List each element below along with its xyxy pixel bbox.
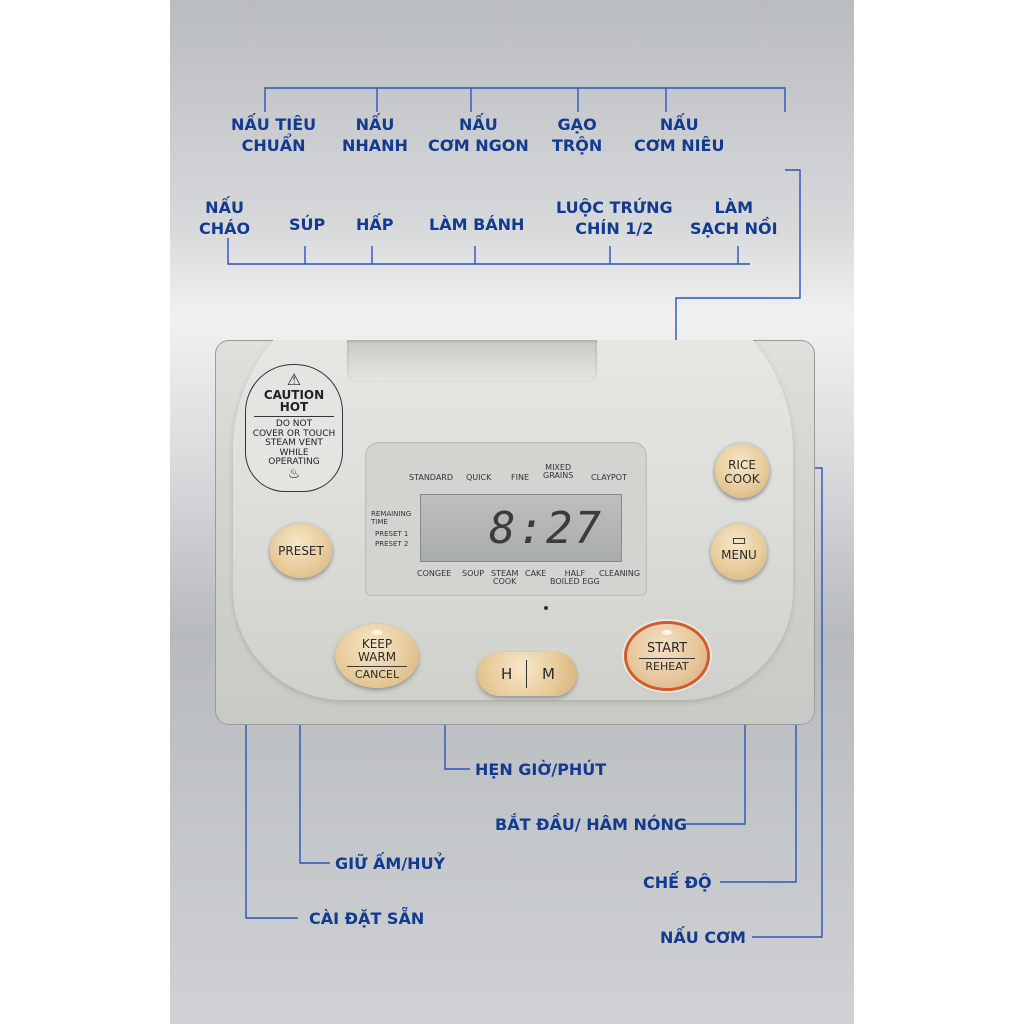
label-start-reheat: BẮT ĐẦU/ HÂM NÓNG — [495, 815, 688, 834]
lcd-time: 8:27 — [489, 503, 603, 554]
caution-hot: HOT — [279, 400, 309, 414]
mode-quick: QUICK — [466, 473, 492, 482]
caution-line: OPERATING — [268, 457, 320, 467]
mode-cleaning: CLEANING — [599, 569, 641, 578]
mode-mixed-grains: MIXED GRAINS — [543, 463, 574, 480]
mode-claypot: CLAYPOT — [591, 473, 627, 482]
menu-book-icon: ▭ — [731, 530, 747, 549]
indicator-dot — [544, 606, 548, 610]
remaining-time-label: REMAINING TIME — [371, 510, 412, 526]
caution-line: WHILE — [279, 447, 309, 458]
label-rice-cook: NẤU CƠM — [660, 928, 746, 947]
warning-triangle-icon: ⚠ — [286, 370, 302, 389]
mode-soup: SOUP — [462, 569, 485, 578]
menu-button[interactable]: ▭ MENU — [711, 524, 767, 580]
label-menu: CHẾ ĐỘ — [643, 873, 712, 892]
mode-fine: FINE — [511, 473, 529, 482]
lid-hinge — [347, 340, 597, 382]
caution-line: STEAM VENT — [265, 438, 323, 448]
caution-line: COVER OR TOUCH — [252, 428, 336, 439]
mode-congee: CONGEE — [417, 569, 452, 578]
preset2-label: PRESET 2 — [375, 540, 409, 548]
label-cake: LÀM BÁNH — [429, 215, 525, 234]
display-area: STANDARD QUICK FINE MIXED GRAINS CLAYPOT… — [365, 442, 647, 596]
mode-steam-cook: STEAM COOK — [491, 569, 519, 586]
rice-cook-button[interactable]: RICE COOK — [715, 444, 769, 498]
preset-button[interactable]: PRESET — [270, 524, 332, 578]
hot-steam-icon: ♨ — [287, 465, 301, 482]
mode-half-boiled-egg: HALF BOILED EGG — [550, 569, 600, 586]
keep-warm-cancel-button[interactable]: KEEP WARM CANCEL — [335, 624, 419, 688]
label-keep-warm: GIỮ ẤM/HUỶ — [335, 854, 446, 873]
lcd-screen: 8:27 — [420, 494, 622, 562]
start-reheat-button[interactable]: START REHEAT — [627, 624, 707, 688]
control-panel: ⚠ CAUTION HOT DO NOT COVER OR TOUCH STEA… — [215, 340, 815, 725]
caution-sticker: ⚠ CAUTION HOT DO NOT COVER OR TOUCH STEA… — [245, 364, 343, 492]
label-soup: SÚP — [289, 215, 326, 234]
hour-minute-button[interactable]: H M — [477, 652, 577, 696]
caution-line: DO NOT — [275, 419, 313, 429]
caution-title: CAUTION — [263, 388, 325, 402]
mode-standard: STANDARD — [409, 473, 454, 482]
label-hour-minute: HẸN GIỜ/PHÚT — [475, 760, 607, 779]
hour-button-label: H — [501, 665, 513, 683]
mode-cake: CAKE — [525, 569, 547, 578]
preset1-label: PRESET 1 — [375, 530, 409, 538]
label-preset: CÀI ĐẶT SẴN — [309, 909, 425, 928]
minute-button-label: M — [542, 665, 555, 683]
label-steam: HẤP — [356, 215, 394, 234]
